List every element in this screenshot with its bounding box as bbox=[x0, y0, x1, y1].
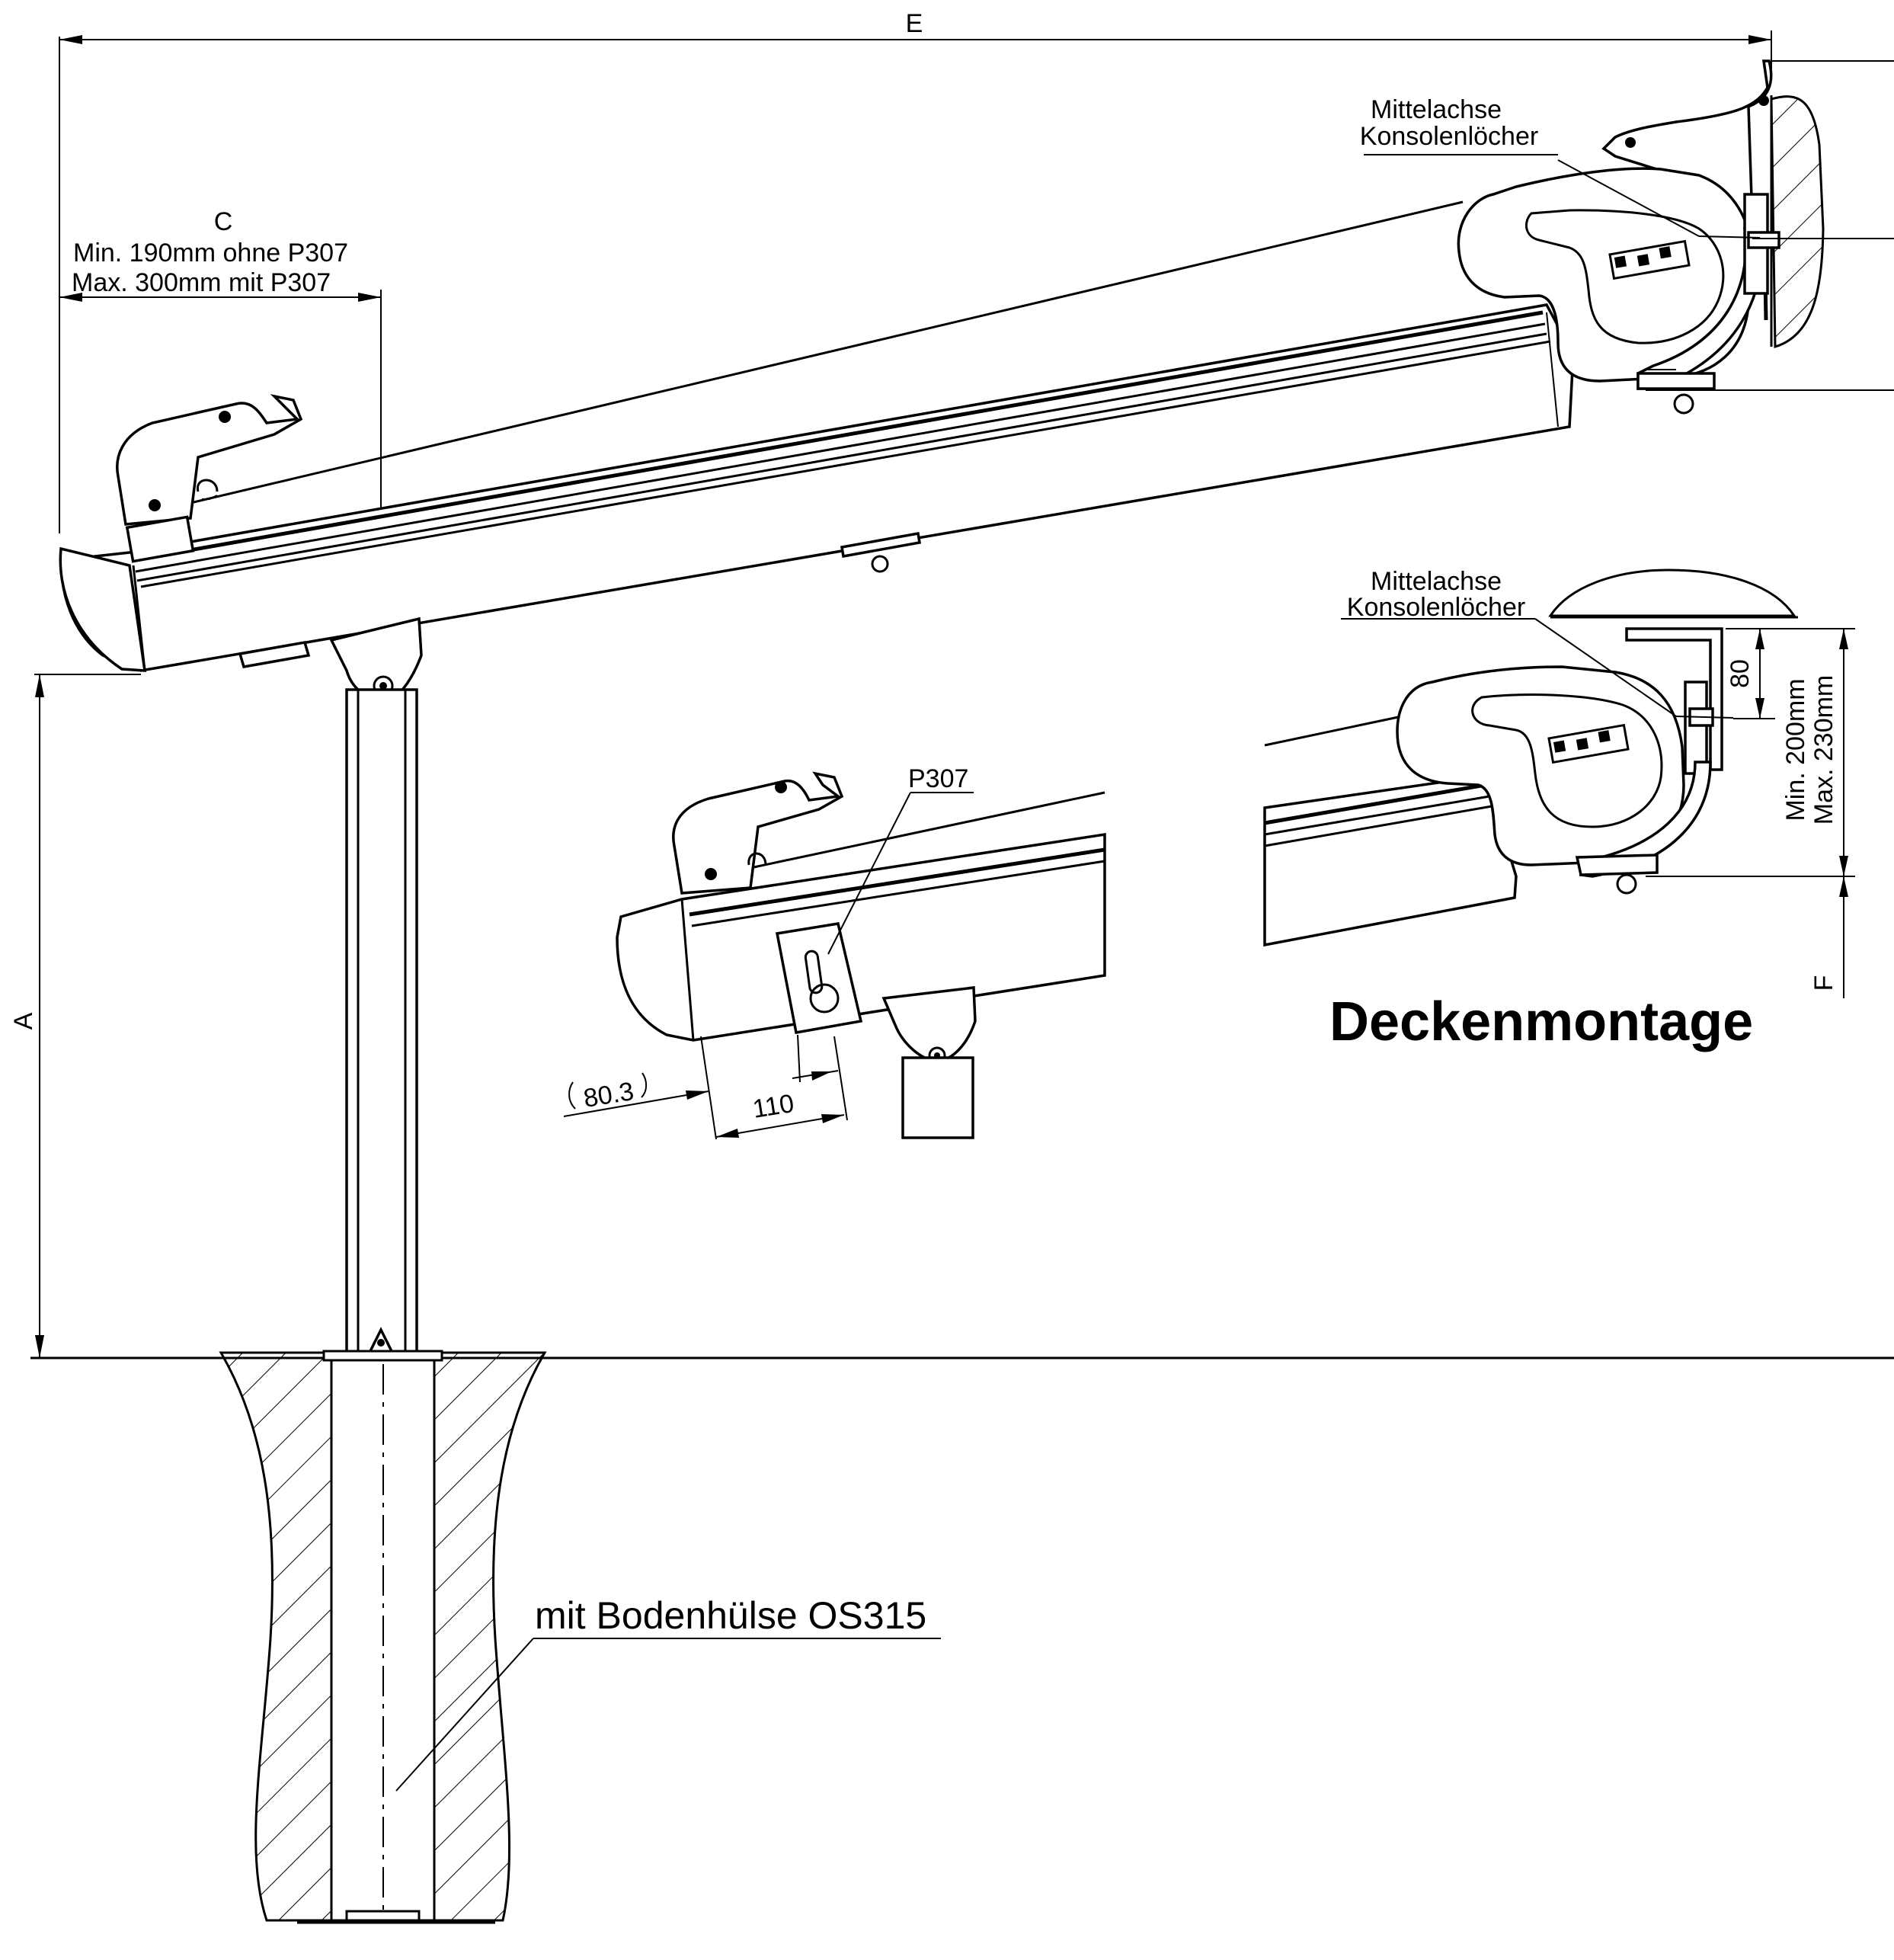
max-230-label: Max. 230mm bbox=[1809, 675, 1838, 825]
foundation: mit Bodenhülse OS315 bbox=[219, 1350, 941, 1924]
mittelachse-label-ceiling: Mittelachse bbox=[1371, 567, 1502, 596]
dim-80-3-label: 80.3 bbox=[581, 1077, 635, 1113]
detail-p307: P307 80.3 110 bbox=[563, 764, 1106, 1140]
bodenhuelse-label: mit Bodenhülse OS315 bbox=[535, 1594, 926, 1637]
dim-c-label: C bbox=[214, 207, 233, 236]
dim-c-max: Max. 300mm mit P307 bbox=[72, 268, 331, 297]
p307-label: P307 bbox=[908, 764, 968, 793]
dimension-a: A bbox=[9, 674, 141, 1358]
konsolen-label-ceiling: Konsolenlöcher bbox=[1347, 593, 1525, 622]
dim-110-label: 110 bbox=[750, 1089, 795, 1124]
dimension-e: E bbox=[59, 9, 1772, 533]
detail-ceiling-mount: Mittelachse Konsolenlöcher 80 Min. 200mm… bbox=[1263, 567, 1855, 1052]
awning-cassette bbox=[59, 200, 1575, 672]
konsolen-label-top: Konsolenlöcher bbox=[1360, 122, 1538, 151]
dim-80-label: 80 bbox=[1726, 659, 1755, 688]
mittelachse-label-top: Mittelachse bbox=[1371, 95, 1502, 124]
dim-c-min: Min. 190mm ohne P307 bbox=[73, 239, 348, 267]
wall-console-top: Mittelachse Konsolenlöcher bbox=[1360, 59, 1894, 415]
dim-f-label: F bbox=[1809, 975, 1838, 991]
dimension-c: C Min. 190mm ohne P307 Max. 300mm mit P3… bbox=[59, 207, 382, 671]
support-post bbox=[329, 617, 423, 1354]
arm-bracket-left bbox=[116, 394, 303, 563]
dim-e-label: E bbox=[906, 9, 923, 38]
dim-a-label: A bbox=[9, 1012, 38, 1030]
min-200-label: Min. 200mm bbox=[1781, 678, 1810, 821]
deckenmontage-title: Deckenmontage bbox=[1329, 991, 1753, 1052]
